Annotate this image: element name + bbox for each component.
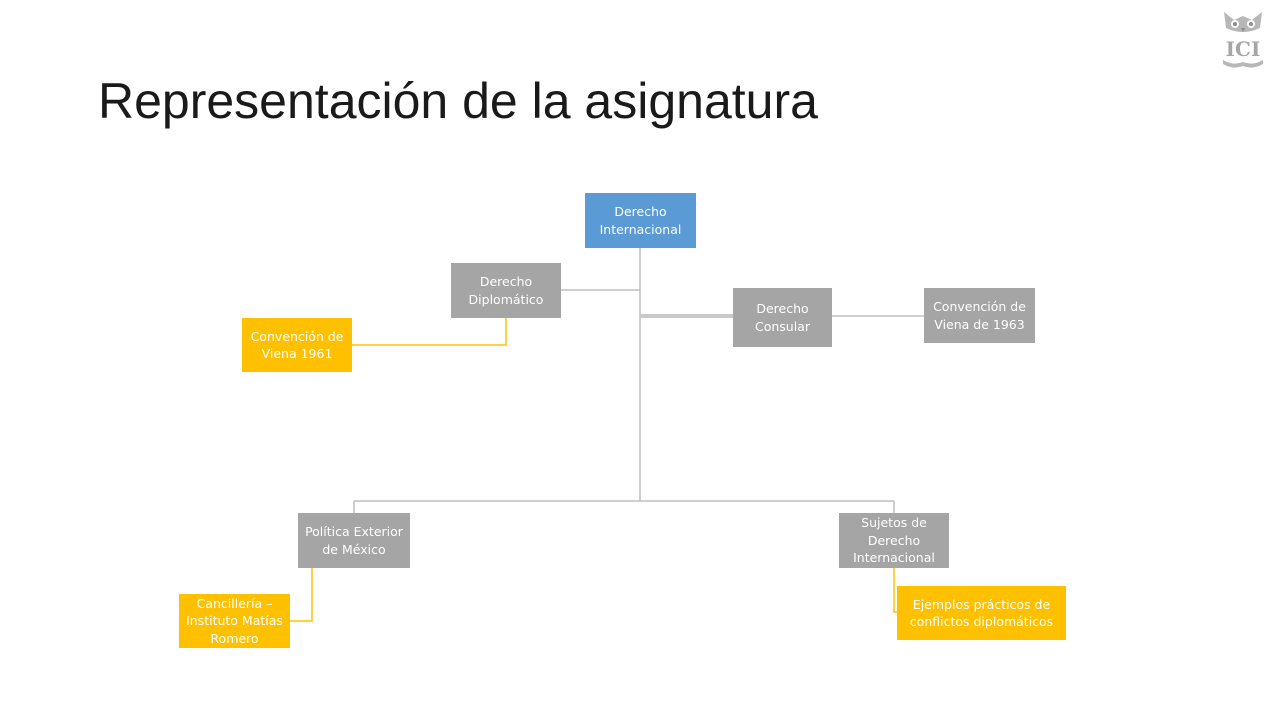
node-derecho-diplomatico: Derecho Diplomático <box>451 263 561 318</box>
node-sujetos-derecho: Sujetos de Derecho Internacional <box>839 513 949 568</box>
connector-ejemplos <box>893 568 897 613</box>
svg-text:ICI: ICI <box>1226 37 1261 61</box>
node-ejemplos: Ejemplos prácticos de conflictos diplomá… <box>897 586 1066 640</box>
node-cancilleria: Cancillería – Instituto Matías Romero <box>179 594 290 648</box>
node-convencion-1963: Convención de Viena de 1963 <box>924 288 1035 343</box>
slide-title: Representación de la asignatura <box>98 73 818 129</box>
node-derecho-internacional: Derecho Internacional <box>585 193 696 248</box>
connector-convencion-1961 <box>352 318 507 346</box>
owl-logo-icon: ICI <box>1218 6 1268 70</box>
node-politica-exterior: Política Exterior de México <box>298 513 410 568</box>
node-convencion-1961: Convención de Viena 1961 <box>242 318 352 372</box>
node-derecho-consular: Derecho Consular <box>733 288 832 347</box>
connector-cancilleria <box>290 568 313 622</box>
